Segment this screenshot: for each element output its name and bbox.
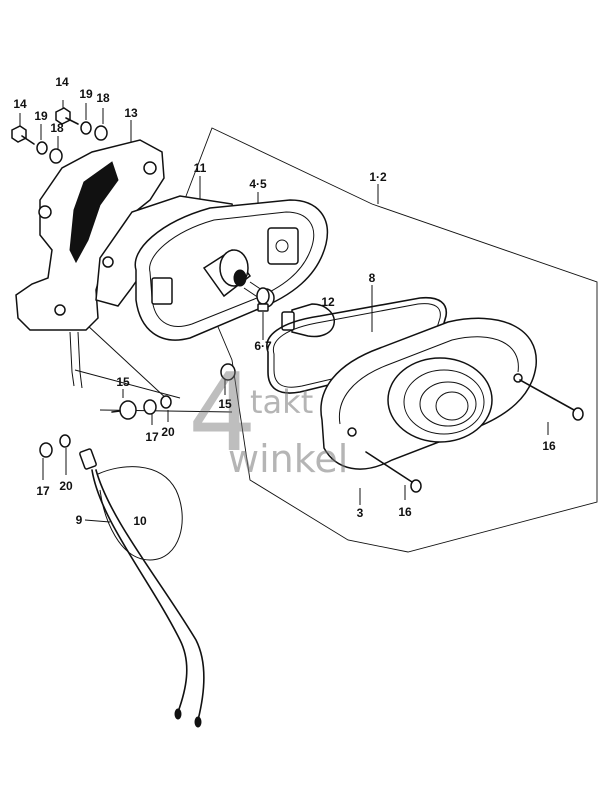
washer-19-lower <box>36 141 48 155</box>
part-label-17-right: 17 <box>145 430 159 444</box>
part-label-8: 8 <box>368 271 376 285</box>
part-label-1-2: 1·2 <box>369 170 387 184</box>
stud-15-right <box>220 363 236 381</box>
part-label-20-right: 20 <box>161 425 175 439</box>
nut-18-lower <box>49 148 63 164</box>
watermark-word-bottom: winkel <box>228 437 349 481</box>
nut-17-left <box>39 442 53 458</box>
part-label-20-left: 20 <box>59 479 73 493</box>
mounting-bracket <box>15 139 165 331</box>
part-label-18-upper: 18 <box>96 91 110 105</box>
bulb-small <box>256 287 270 312</box>
tail-lens <box>320 317 537 470</box>
watermark-word-top: takt <box>250 383 314 421</box>
nut-17-right <box>143 399 157 415</box>
part-label-3: 3 <box>356 506 364 520</box>
part-label-18-lower: 18 <box>50 121 64 135</box>
lens-screw-long <box>519 379 584 421</box>
part-label-17-left: 17 <box>36 484 50 498</box>
part-label-15-right: 15 <box>218 397 232 411</box>
part-label-12: 12 <box>321 295 335 309</box>
part-label-6-7: 6·7 <box>254 339 272 353</box>
washer-20-left <box>59 434 71 448</box>
part-label-11: 11 <box>193 161 207 175</box>
wire-harness <box>79 448 205 728</box>
bracket-wires <box>69 331 83 389</box>
part-label-10: 10 <box>133 514 147 528</box>
washer-19-upper <box>80 121 92 135</box>
part-label-19-lower: 19 <box>34 109 48 123</box>
part-label-16-long: 16 <box>542 439 556 453</box>
bulb-large <box>281 303 335 338</box>
part-label-14-lower: 14 <box>13 97 27 111</box>
stud-15-left <box>111 400 137 420</box>
washer-20-right <box>160 395 172 409</box>
bolt-14-lower <box>11 125 35 145</box>
part-label-13: 13 <box>124 106 138 120</box>
nut-18-upper <box>94 125 108 141</box>
part-label-16-short: 16 <box>398 505 412 519</box>
bolt-14-upper <box>55 107 79 125</box>
part-label-14-upper: 14 <box>55 75 69 89</box>
lens-screw-short <box>365 451 422 493</box>
part-label-19-upper: 19 <box>79 87 93 101</box>
assembly-boundary <box>174 127 598 553</box>
part-label-9: 9 <box>75 513 83 527</box>
part-label-15-left: 15 <box>116 375 130 389</box>
part-label-4-5: 4·5 <box>249 177 267 191</box>
watermark-digit: 4 <box>188 351 257 476</box>
